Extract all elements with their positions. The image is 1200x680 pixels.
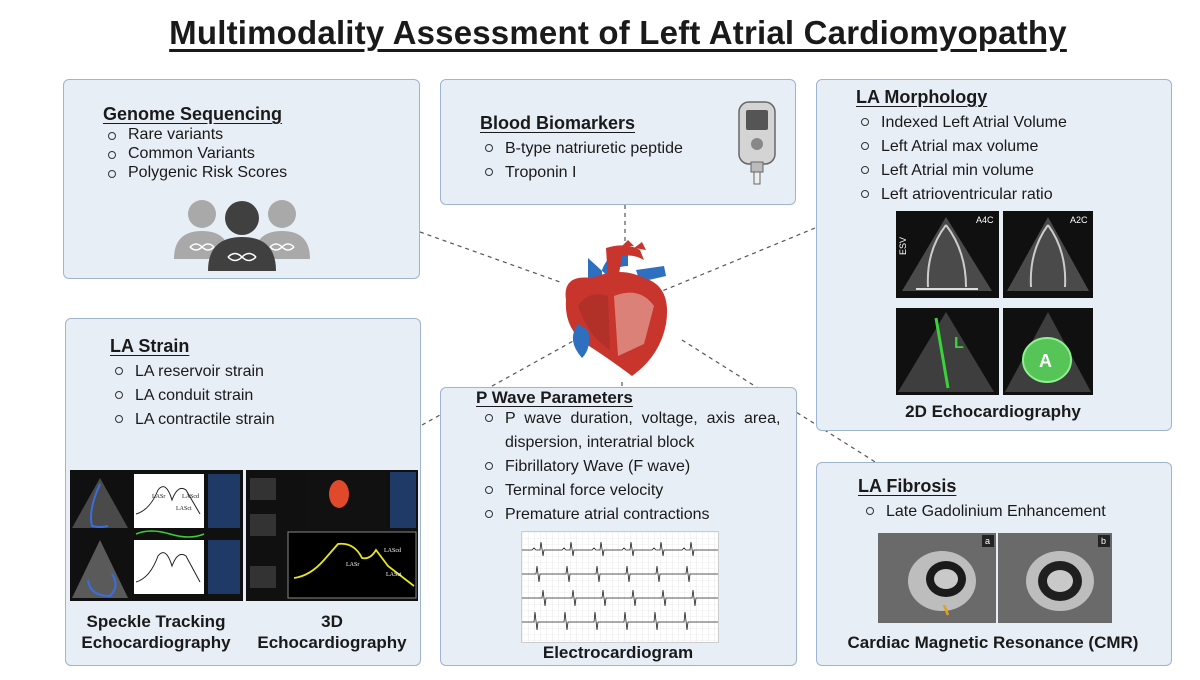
- list-item: B-type natriuretic peptide: [483, 137, 683, 161]
- connector-morphology: [649, 227, 816, 297]
- ecg-image: [521, 531, 719, 643]
- biomarkers-heading: Blood Biomarkers: [480, 113, 636, 133]
- fibrosis-list: Late Gadolinium Enhancement: [864, 500, 1106, 524]
- l-label: L: [954, 335, 964, 352]
- pwave-caption: Electrocardiogram: [542, 643, 694, 662]
- fibrosis-heading: LA Fibrosis: [858, 476, 957, 496]
- heart-icon: [565, 240, 668, 376]
- panel-b-label: b: [1101, 536, 1106, 546]
- list-item: Left atrioventricular ratio: [859, 183, 1067, 207]
- strain-heading: LA Strain: [110, 336, 190, 356]
- curve-label: LASct: [386, 572, 402, 578]
- page-title: Multimodality Assessment of Left Atrial …: [169, 14, 1067, 51]
- speckle-tracking-image: LASr LAScd LASct: [70, 470, 243, 601]
- list-item: Left Atrial min volume: [859, 159, 1067, 183]
- 3d-echo-image: LAScd LASr LASct: [246, 470, 418, 601]
- caption-line: Speckle Tracking: [86, 612, 226, 631]
- glucometer-icon: [738, 101, 776, 185]
- caption-line: 3D: [321, 612, 343, 631]
- curve-label: LASr: [346, 562, 359, 568]
- connector-genome: [419, 231, 561, 283]
- pwave-list: P wave duration, voltage, axis area, dis…: [483, 407, 780, 527]
- speckle-caption: Speckle Tracking Echocardiography: [68, 611, 244, 653]
- a2c-label: A2C: [1070, 215, 1088, 225]
- connector-fibrosis: [681, 339, 881, 466]
- list-item: Polygenic Risk Scores: [106, 163, 287, 182]
- list-item: LA contractile strain: [113, 408, 275, 432]
- list-item: Fibrillatory Wave (F wave): [483, 455, 780, 479]
- list-item: P wave duration, voltage, axis area, dis…: [483, 407, 780, 455]
- list-item: Premature atrial contractions: [483, 503, 780, 527]
- caption-line: Echocardiography: [257, 633, 407, 652]
- morphology-heading: LA Morphology: [856, 87, 988, 107]
- list-item: Indexed Left Atrial Volume: [859, 111, 1067, 135]
- a-label: A: [1039, 351, 1052, 371]
- genome-list: Rare variants Common Variants Polygenic …: [106, 125, 287, 182]
- list-item: Troponin I: [483, 161, 683, 185]
- curve-label: LAScd: [384, 548, 401, 554]
- list-item: Common Variants: [106, 144, 287, 163]
- cmr-image-a: a: [878, 533, 996, 623]
- cmr-image-b: b: [998, 533, 1112, 623]
- morphology-box: LA Morphology Indexed Left Atrial Volume…: [816, 79, 1172, 431]
- echo-a2c-image: A2C: [1003, 211, 1093, 298]
- fibrosis-caption: Cardiac Magnetic Resonance (CMR): [847, 633, 1139, 652]
- list-item: LA conduit strain: [113, 384, 275, 408]
- curve-label: LASr: [152, 494, 165, 500]
- echo-length-image: L: [896, 308, 999, 395]
- echo-a4c-image: A4C ESV: [896, 211, 999, 298]
- a4c-label: A4C: [976, 215, 994, 225]
- strain-list: LA reservoir strain LA conduit strain LA…: [113, 360, 275, 432]
- panel-a-label: a: [985, 536, 990, 546]
- 3d-echo-caption: 3D Echocardiography: [244, 611, 420, 653]
- connector-strain: [421, 339, 576, 426]
- biomarkers-box: Blood Biomarkers B-type natriuretic pept…: [440, 79, 796, 205]
- list-item: Rare variants: [106, 125, 287, 144]
- list-item-cont: dispersion, interatrial block: [505, 434, 695, 451]
- biomarkers-list: B-type natriuretic peptide Troponin I: [483, 137, 683, 185]
- list-item: LA reservoir strain: [113, 360, 275, 384]
- list-item: Late Gadolinium Enhancement: [864, 500, 1106, 524]
- genome-heading: Genome Sequencing: [103, 104, 283, 124]
- morphology-caption: 2D Echocardiography: [905, 402, 1081, 421]
- esv-label: ESV: [898, 237, 908, 255]
- people-dna-icon: [174, 200, 310, 271]
- fibrosis-box: LA Fibrosis Late Gadolinium Enhancement …: [816, 462, 1172, 666]
- strain-box: LA Strain LA reservoir strain LA conduit…: [65, 318, 421, 666]
- caption-line: Echocardiography: [81, 633, 231, 652]
- genome-box: Genome Sequencing Rare variants Common V…: [63, 79, 420, 279]
- curve-label: LASct: [176, 506, 192, 512]
- list-item-text: P wave duration, voltage, axis area,: [505, 410, 781, 427]
- list-item: Terminal force velocity: [483, 479, 780, 503]
- list-item: Left Atrial max volume: [859, 135, 1067, 159]
- pwave-heading: P Wave Parameters: [476, 388, 633, 407]
- curve-label: LAScd: [182, 494, 199, 500]
- echo-area-image: A: [1003, 308, 1093, 395]
- pwave-box: P Wave Parameters P wave duration, volta…: [440, 387, 797, 666]
- morphology-list: Indexed Left Atrial Volume Left Atrial m…: [859, 111, 1067, 207]
